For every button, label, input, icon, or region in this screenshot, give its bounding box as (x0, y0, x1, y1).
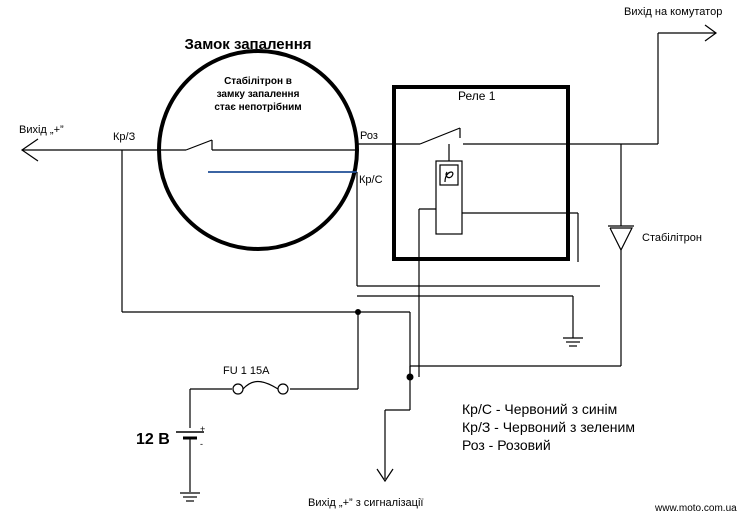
lock-note-line-2: замку запалення (217, 89, 300, 100)
fuse-symbol (232, 380, 289, 395)
stabilitron-diode (608, 144, 634, 366)
wire-label-kr3: Кр/З (113, 131, 136, 143)
relay-coil (418, 144, 579, 377)
output-alarm-arrow (376, 377, 411, 483)
relay-box (392, 85, 570, 261)
wire-krs-continuation (356, 172, 600, 287)
lock-note-line-1: Стабілітрон в (224, 75, 292, 87)
battery-plus-sign: + (200, 424, 205, 434)
battery-minus-sign: - (200, 439, 203, 449)
battery-symbol (176, 431, 204, 492)
wire-fuse-bus (189, 312, 621, 428)
legend-item-roz: Роз - Розовий (462, 437, 551, 453)
ignition-switch-contact (185, 139, 420, 151)
output-plus-left-label: Вихід „+” (19, 124, 64, 136)
relay-title: Реле 1 (458, 89, 496, 103)
output-alarm-label: Вихід „+” з сигналізації (308, 497, 423, 509)
wire-label-roz: Роз (360, 130, 378, 142)
battery-voltage-label: 12 В (136, 431, 170, 448)
ignition-lock-title: Замок запалення (184, 36, 311, 53)
lock-note-line-3: стає непотрібним (214, 101, 301, 113)
ground-symbol-battery (180, 492, 200, 502)
fuse-label: FU 1 15A (223, 365, 270, 377)
watermark: www.moto.com.ua (654, 503, 737, 514)
ground-symbol-relay (563, 296, 583, 347)
legend-item-kr3: Кр/З - Червоний з зеленим (462, 419, 635, 435)
output-plus-left-arrow (20, 138, 186, 162)
relay-switch-contact (419, 24, 718, 145)
stabilitron-label: Стабілітрон (642, 232, 702, 244)
legend-item-krs: Кр/С - Червоний з синім (462, 401, 617, 417)
output-commutator-label: Вихід на комутатор (624, 6, 722, 18)
wire-label-krs: Кр/С (359, 174, 383, 186)
